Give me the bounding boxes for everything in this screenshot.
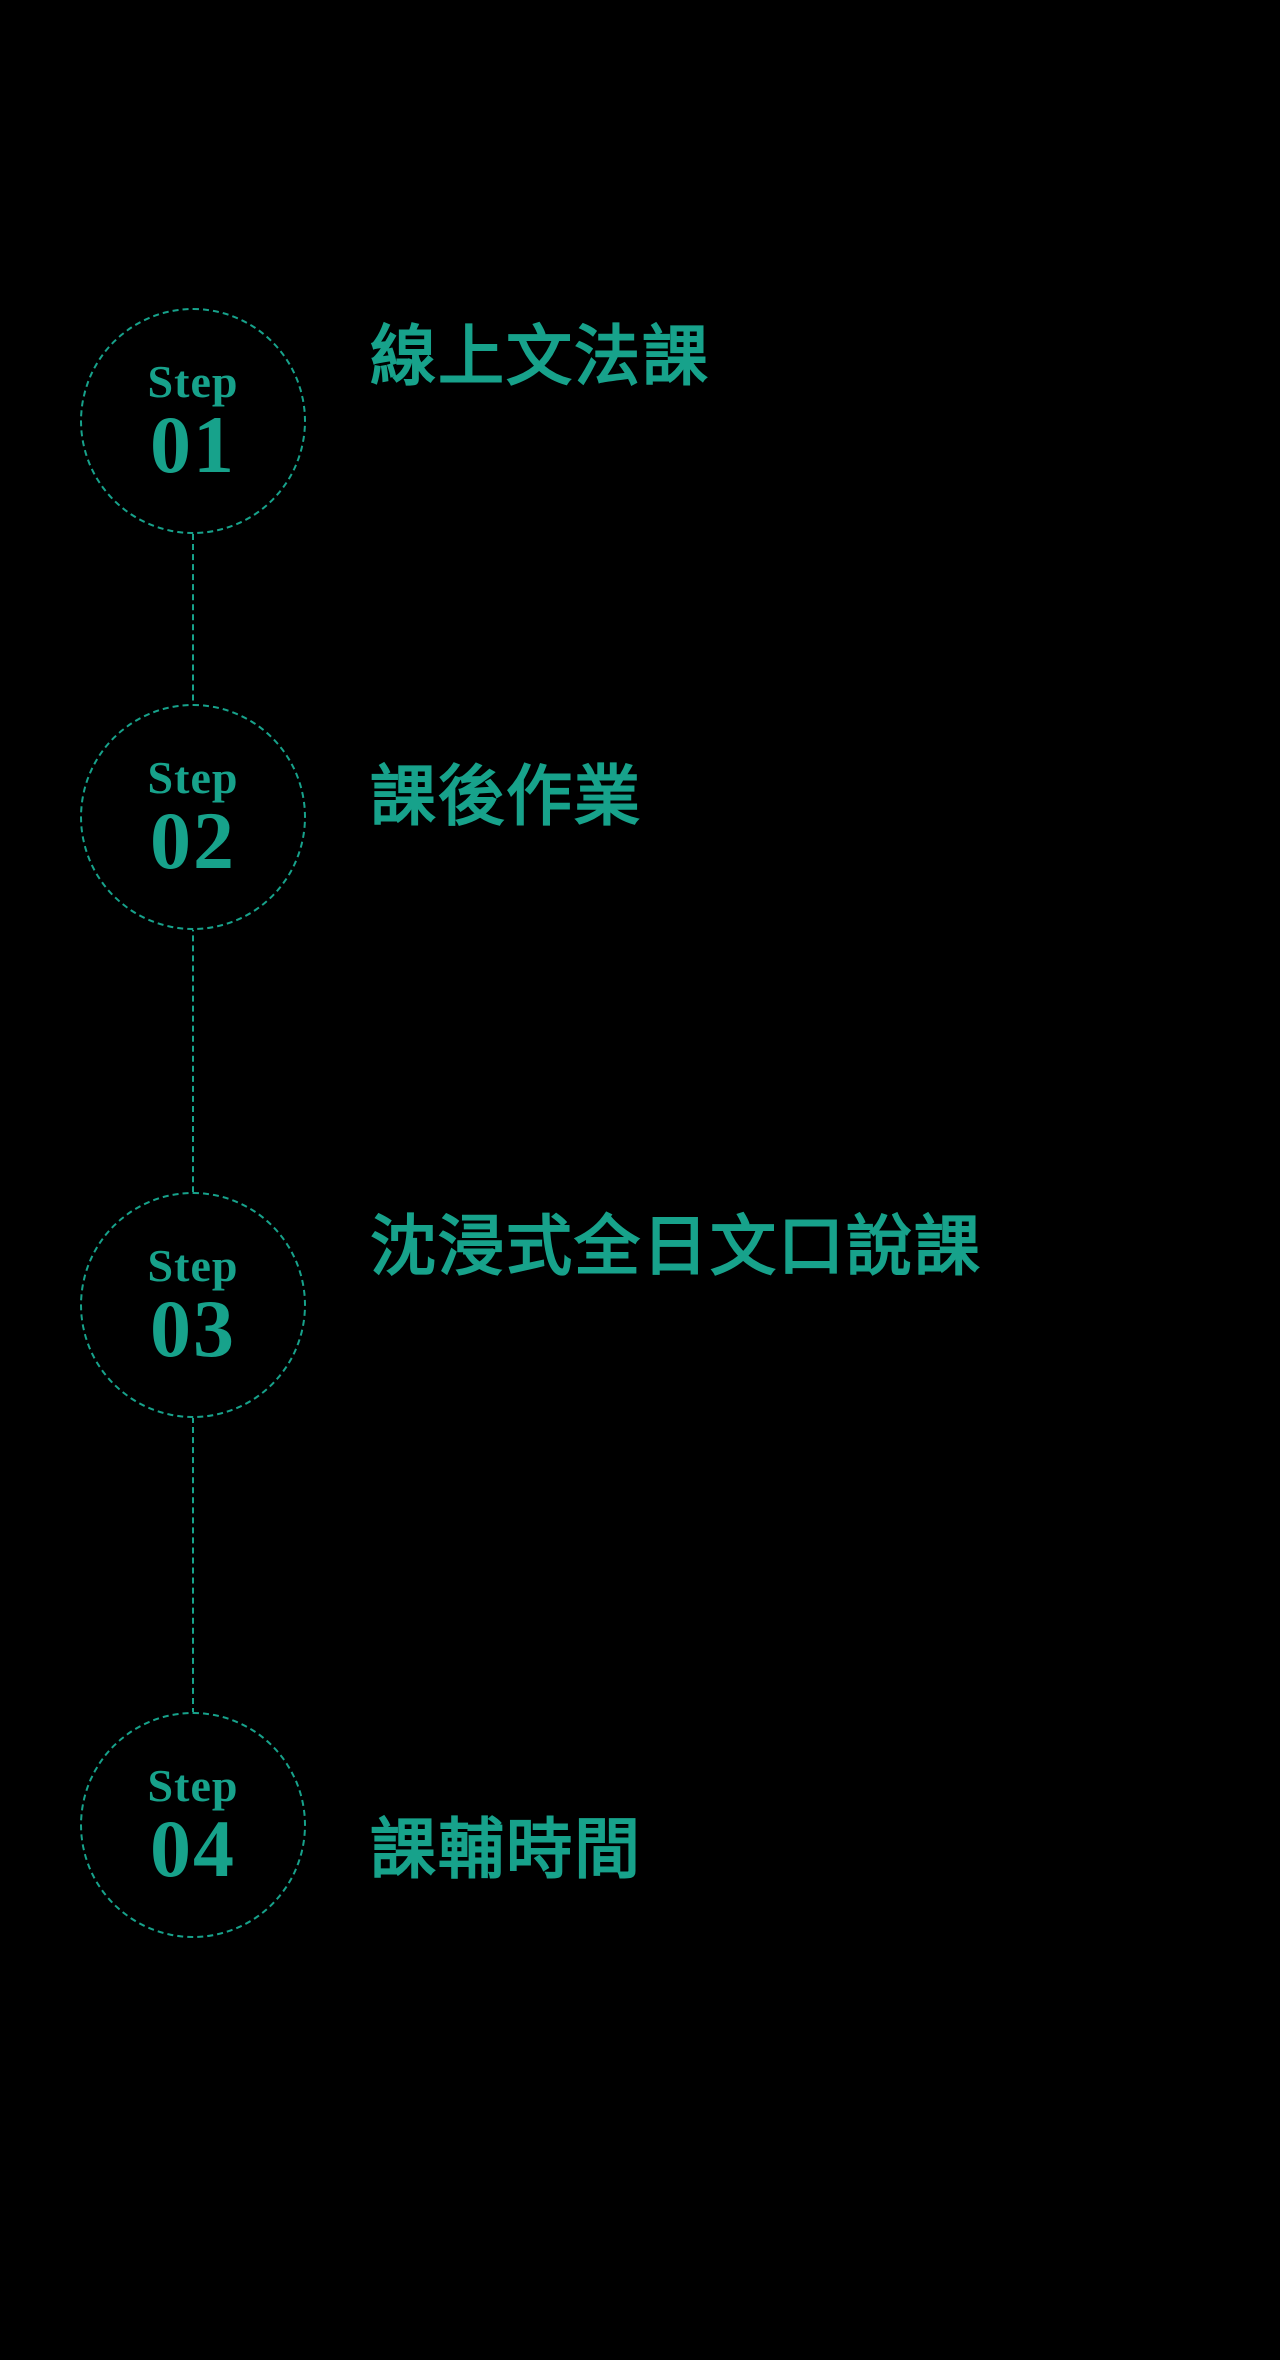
step-2-label: Step xyxy=(147,751,239,803)
step-2-badge: Step 02 xyxy=(80,704,306,930)
step-1-badge: Step 01 xyxy=(80,308,306,534)
step-4-title: 課輔時間 xyxy=(370,1814,642,1887)
step-3-label: Step xyxy=(147,1239,239,1291)
step-3-title: 沈浸式全日文口說課 xyxy=(370,1211,982,1284)
step-1-label: Step xyxy=(147,355,239,407)
step-2-title: 課後作業 xyxy=(370,761,642,834)
step-3-number: 03 xyxy=(150,1283,236,1375)
step-2-number: 02 xyxy=(150,795,236,887)
timeline-dashed-connector xyxy=(192,534,194,1714)
step-4-label: Step xyxy=(147,1759,239,1811)
step-4-badge: Step 04 xyxy=(80,1712,306,1938)
step-4-number: 04 xyxy=(150,1803,236,1895)
step-1-title: 線上文法課 xyxy=(370,321,710,394)
step-1-number: 01 xyxy=(150,399,236,491)
step-3-badge: Step 03 xyxy=(80,1192,306,1418)
